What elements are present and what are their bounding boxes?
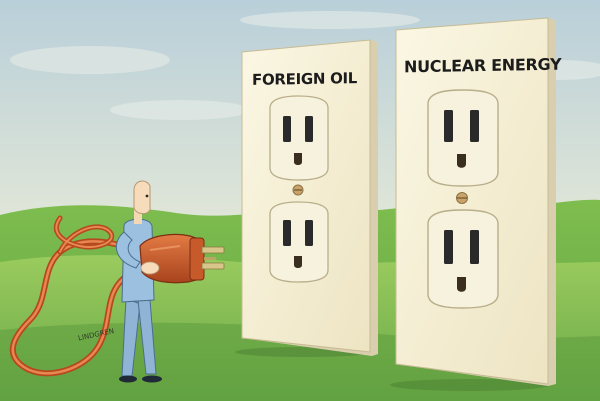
- wall-outlet-icon: [427, 209, 499, 309]
- outlet-label-foreign-oil: FOREIGN OIL: [252, 69, 358, 89]
- power-cord: [9, 215, 153, 377]
- wall-outlet-icon: [427, 89, 499, 187]
- outlet-foreign-oil: [241, 39, 378, 356]
- outlet-label-nuclear-energy: NUCLEAR ENERGY: [404, 54, 562, 77]
- wall-outlet-icon: [269, 95, 329, 181]
- electrical-plug-icon: [139, 233, 225, 284]
- outlet-nuclear-energy: [395, 17, 556, 386]
- figure-man: [115, 180, 162, 383]
- plate-shadow-right: [390, 379, 550, 391]
- wall-outlet-icon: [269, 201, 329, 283]
